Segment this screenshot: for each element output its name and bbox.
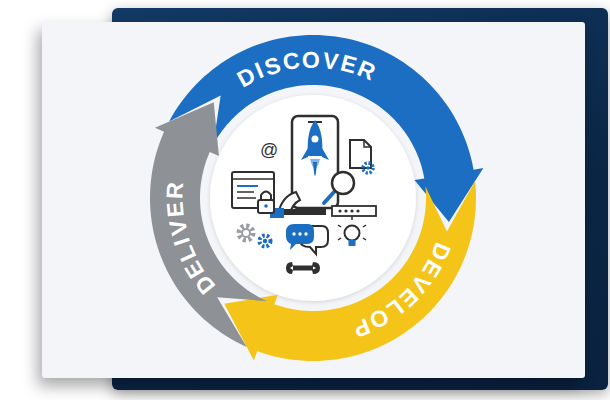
magnifier-icon xyxy=(324,172,354,203)
cycle-label: DELIVER xyxy=(136,21,490,375)
cycle-label: DEVELOP xyxy=(136,21,490,375)
lock-icon xyxy=(258,192,274,214)
label-letter: R xyxy=(163,182,187,200)
arrow-band-shape xyxy=(224,181,476,361)
chat-icon xyxy=(286,224,328,254)
password-icon xyxy=(332,206,376,216)
wrench-icon xyxy=(286,262,320,274)
center-circle xyxy=(210,95,416,301)
gear-icons xyxy=(239,226,271,247)
phone-icon xyxy=(270,116,338,218)
cycle-arrow: DEVELOP xyxy=(136,21,490,375)
arrow-band xyxy=(136,21,490,375)
at-symbol: @ xyxy=(260,141,278,159)
label-letter: C xyxy=(281,49,301,74)
arrow-band-shape xyxy=(150,102,267,347)
document-icon xyxy=(350,140,373,173)
cycle-label: DISCOVER xyxy=(136,21,490,375)
bar-icon xyxy=(284,209,326,215)
label-letter: O xyxy=(302,48,320,71)
cycle-arrow: DISCOVER xyxy=(136,21,490,375)
label-letter: V xyxy=(322,49,340,74)
lightbulb-icon xyxy=(338,216,366,246)
label-letter: R xyxy=(354,57,378,85)
cycle-arrow: DELIVER xyxy=(136,21,490,375)
rocket-icon xyxy=(301,120,329,176)
label-letter: E xyxy=(163,201,187,218)
label-letter: V xyxy=(165,218,191,238)
